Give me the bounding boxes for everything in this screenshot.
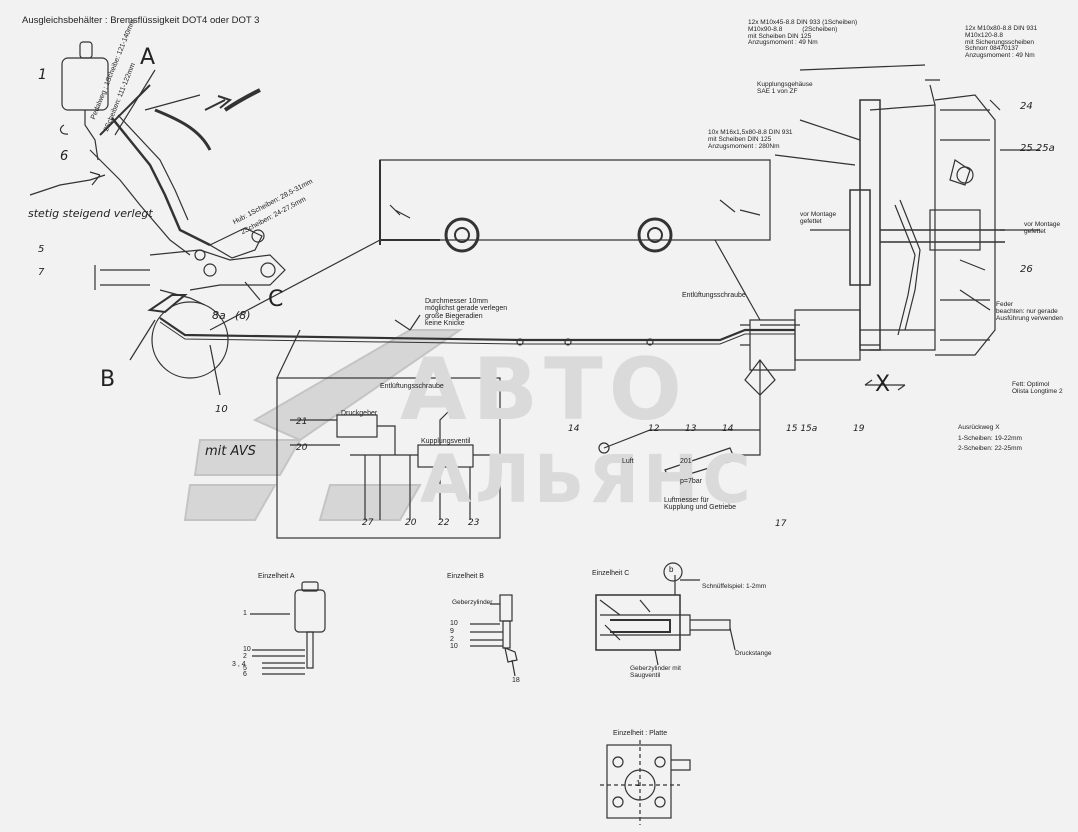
page-title: Ausgleichsbehälter : Bremsflüssigkeit DO… (22, 15, 260, 26)
label-19: 19 (853, 424, 865, 434)
reservoir-cap (79, 41, 93, 59)
watermark-logo (183, 329, 464, 521)
detail-c-rod: Druckstange (735, 650, 772, 657)
label-kupplungsventil: Kupplungsventil (421, 438, 471, 445)
label-21: 21 (296, 417, 308, 427)
note-greased-left: vor Montage gefettet (800, 211, 837, 225)
detail-c-cylinder (595, 594, 681, 651)
label-6: 6 (60, 149, 69, 164)
label-mit-avs: mit AVS (205, 444, 256, 459)
label-24: 24 (1020, 101, 1033, 112)
note-greased-right: vor Montage gefettet (1024, 221, 1061, 235)
detail-a-label-5: 5 (243, 665, 247, 672)
label-23: 23 (468, 518, 480, 528)
label-26: 26 (1020, 264, 1033, 275)
note-bolts-right: 12x M10x80-8.8 DIN 931 M10x120-8.8 mit S… (965, 25, 1038, 60)
detail-plate-center: 1 (636, 779, 641, 788)
label-27: 27 (362, 518, 374, 528)
note-feder: Feder beachten: nur gerade Ausführung ve… (996, 301, 1063, 322)
detail-a-title: Einzelheit A (258, 573, 295, 580)
note-bleed-2: Entlüftungsschraube (682, 292, 746, 299)
label-20: 20 (296, 443, 308, 453)
watermark-line1: АВТО (400, 340, 688, 440)
druckgeber-box (336, 414, 378, 438)
label-8a: 8a (212, 309, 226, 322)
detail-b-label-10b: 10 (450, 643, 458, 650)
note-pipe: Durchmesser 10mm möglichst gerade verleg… (425, 298, 508, 328)
detail-c-play: Schnüffelspiel: 1-2mm (702, 583, 767, 590)
label-1: 1 (38, 67, 47, 83)
label-25: 25 25a (1020, 143, 1055, 154)
label-a: A (140, 45, 156, 70)
detail-b-label-9: 9 (450, 628, 454, 635)
note-travel: Ausrückweg X (958, 424, 1000, 431)
label-20b: 20 (405, 518, 417, 528)
label-22: 22 (438, 518, 450, 528)
label-druckgeber: Druckgeber (341, 410, 378, 417)
label-steady: stetig steigend verlegt (28, 207, 153, 220)
label-pressure: p=7bar (680, 478, 702, 485)
label-x: X (875, 372, 891, 397)
detail-b-title: Einzelheit B (447, 573, 484, 580)
label-10: 10 (215, 404, 228, 415)
label-14: 14 (568, 424, 580, 434)
note-travel-2: 2-Scheiben: 22-25mm (958, 445, 1022, 452)
label-8b: (8) (235, 309, 251, 322)
label-17: 17 (775, 519, 787, 529)
detail-c-b: b (669, 565, 674, 574)
detail-b-geber: Geberzylinder (452, 599, 493, 606)
note-travel-1: 1-Scheiben: 19-22mm (958, 435, 1022, 442)
label-15: 15 15a (786, 424, 818, 434)
label-201: 201 (680, 458, 692, 465)
bus-outline (379, 159, 771, 241)
label-7: 7 (38, 267, 45, 278)
detail-b-label-2: 2 (450, 636, 454, 643)
note-bolts-top: 12x M10x45-8.8 DIN 933 (1Scheiben) M10x9… (748, 19, 858, 47)
label-c: C (268, 287, 284, 312)
note-grease: Fett: Optimol Olista Longtime 2 (1012, 381, 1063, 395)
note-bolts-mid: 10x M16x1,5x80-8.8 DIN 931 mit Scheiben … (708, 129, 793, 150)
note-housing: Kupplungsgehäuse SAE 1 von ZF (757, 81, 813, 95)
detail-a-label-3-4: 3 , 4 (232, 661, 246, 668)
label-14b: 14 (722, 424, 734, 434)
watermark-line2: АЛЬЯНС (420, 441, 755, 518)
detail-c-title: Einzelheit C (592, 570, 630, 577)
plate (606, 744, 672, 819)
note-luftmesse: Luftmesser für Kupplung und Getriebe (664, 497, 736, 512)
detail-b-cylinder (499, 594, 513, 622)
note-bleed-1: Entlüftungsschraube (380, 383, 444, 390)
valve-group-box (276, 377, 501, 539)
detail-c-cylinder-label: Geberzylinder mit Saugventil (630, 665, 681, 679)
label-13: 13 (685, 424, 697, 434)
air-tank (664, 447, 736, 481)
detail-plate-title: Einzelheit : Platte (613, 730, 668, 737)
label-b: B (100, 367, 116, 392)
label-5: 5 (38, 244, 45, 255)
detail-a-label-1: 1 (243, 610, 247, 617)
detail-a-label-10: 10 (243, 646, 251, 653)
label-luft: Luft (622, 458, 634, 465)
detail-a-label-2: 2 (243, 653, 247, 660)
kupplungsventil-box (417, 444, 474, 468)
label-12: 12 (648, 424, 660, 434)
detail-a-label-6: 6 (243, 671, 247, 678)
detail-a-reservoir (294, 589, 326, 633)
detail-b-label-18: 18 (512, 677, 520, 684)
detail-b-label-10: 10 (450, 620, 458, 627)
